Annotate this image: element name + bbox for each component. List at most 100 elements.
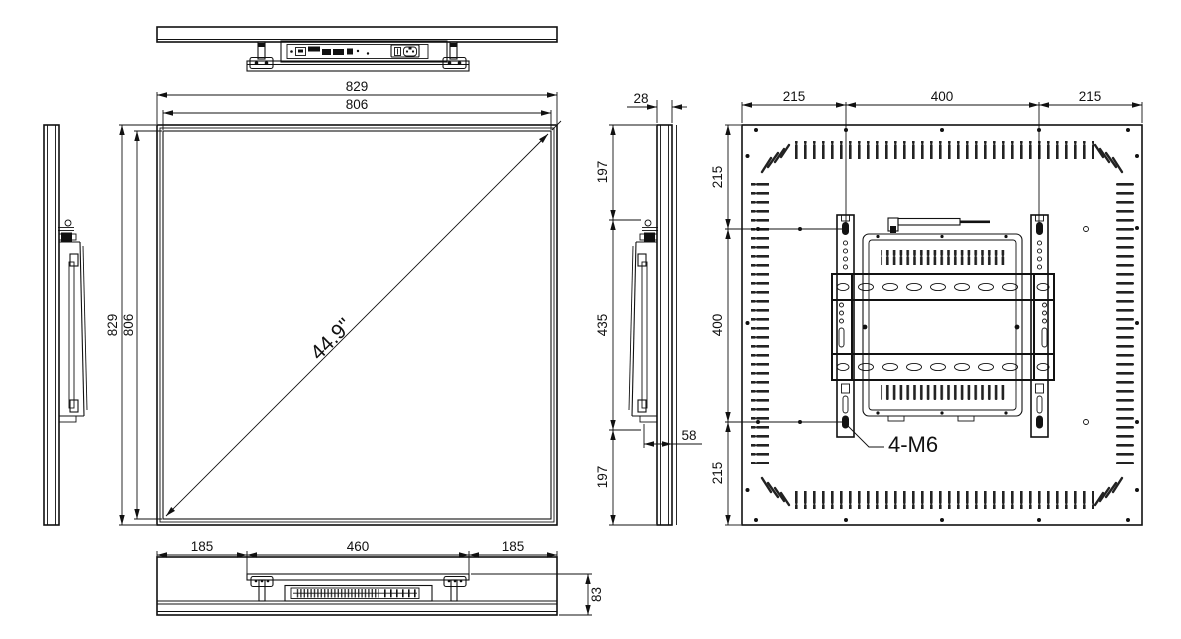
side-mount-rail xyxy=(637,253,648,413)
front-dim-width-inner: 806 xyxy=(162,97,552,130)
vesa-hole-bottom-right xyxy=(1036,415,1043,429)
side-view: 28 197 435 197 58 xyxy=(595,91,702,526)
side-dim-mount-depth: 58 xyxy=(643,424,702,448)
top-view-mount-feet xyxy=(249,56,467,70)
dim-text: 829 xyxy=(105,314,120,337)
dim-text: 215 xyxy=(783,89,806,104)
side-electronics-box xyxy=(628,233,658,423)
top-view xyxy=(156,26,558,72)
dim-text: 435 xyxy=(595,314,610,337)
hdmi-port-icon xyxy=(308,46,320,52)
dim-text: 400 xyxy=(710,314,725,337)
spare-hole xyxy=(1083,419,1089,425)
power-inlet-icon xyxy=(390,44,420,58)
dim-text: 829 xyxy=(346,79,369,94)
vesa-hole-top-right xyxy=(1036,222,1043,235)
rear-electronics-box xyxy=(862,217,1023,422)
rear-dim-top: 215 400 215 xyxy=(741,89,1143,228)
vesa-hole-top-left xyxy=(842,222,849,235)
bottom-wall-bracket-rail xyxy=(246,573,470,581)
dim-text: 185 xyxy=(502,539,525,554)
front-bezel-outer xyxy=(156,124,558,526)
bracket-left-plate xyxy=(831,273,853,381)
dim-text: 215 xyxy=(710,462,725,485)
top-view-panel-outline xyxy=(156,26,558,43)
front-view: 44.9" 829 806 829 806 xyxy=(105,79,562,526)
vent-corner-fans xyxy=(760,143,1124,507)
vga-port-icon xyxy=(322,49,331,55)
box-vent-slots-top xyxy=(881,250,1005,265)
dim-text: 400 xyxy=(931,89,954,104)
bottom-mount-posts xyxy=(250,575,467,602)
vesa-hole-bottom-left xyxy=(842,415,849,429)
front-dim-width-outer: 829 xyxy=(156,79,558,124)
bracket-right-plate xyxy=(1033,273,1055,381)
vent-corner-bottom-left xyxy=(760,476,791,507)
wifi-antenna-icon xyxy=(887,217,990,233)
diagonal-line xyxy=(165,133,549,517)
vent-corner-bottom-right xyxy=(1093,476,1124,507)
dim-text: 215 xyxy=(1079,89,1102,104)
screw-dot xyxy=(366,52,370,55)
led-dot-icon xyxy=(290,50,293,53)
mount-hole-callout: 4-M6 xyxy=(847,425,938,457)
side-panel-outline xyxy=(656,124,673,526)
vesa-wall-bracket xyxy=(831,273,1055,381)
vent-slots-bottom xyxy=(790,491,1094,509)
dim-text: 83 xyxy=(589,587,604,602)
side-dim-depth: 28 xyxy=(627,91,687,123)
vent-corner-top-left xyxy=(760,143,791,174)
top-view-mount-posts xyxy=(257,41,458,60)
left-side-view xyxy=(43,124,88,526)
spare-hole xyxy=(1083,226,1089,232)
side-dim-chain: 197 435 197 xyxy=(595,124,656,526)
rear-panel-outline xyxy=(741,124,1143,526)
bottom-heatsink-box xyxy=(284,584,433,602)
bottom-view: 185 460 185 83 xyxy=(156,539,604,616)
front-active-area xyxy=(162,130,552,520)
front-dim-height-inner: 806 xyxy=(121,130,162,520)
dim-text: 197 xyxy=(595,161,610,184)
front-bezel-mid xyxy=(159,127,555,523)
bracket-slots-top xyxy=(836,282,1050,292)
box-vent-slots-bottom xyxy=(881,385,1005,400)
left-side-electronics-box xyxy=(58,233,88,423)
vent-slots-right xyxy=(1116,180,1134,464)
dim-text: 460 xyxy=(347,539,370,554)
bracket-slots-bottom xyxy=(836,362,1050,372)
left-side-panel-outline xyxy=(43,124,60,526)
rear-screw-dots xyxy=(745,128,1139,522)
left-side-mount-rail xyxy=(68,253,79,413)
bracket-bottom-bar xyxy=(831,353,1055,381)
connector-recess xyxy=(286,44,429,59)
av-port-icon xyxy=(333,49,344,55)
dim-text: 185 xyxy=(191,539,214,554)
left-side-antenna-icon xyxy=(58,219,74,242)
dim-text: 806 xyxy=(346,97,369,112)
side-antenna-icon xyxy=(642,219,658,242)
bottom-dim-widths: 185 460 185 xyxy=(156,539,558,574)
rear-mount-rail-right xyxy=(1030,214,1049,438)
dim-text: 28 xyxy=(633,91,648,106)
top-view-io-box xyxy=(280,40,448,63)
rear-mount-rail-left xyxy=(836,214,855,438)
rear-view: 215 400 215 215 400 215 4-M6 xyxy=(710,89,1143,526)
top-view-wall-bracket-rail xyxy=(246,60,470,72)
dim-text: 197 xyxy=(595,466,610,489)
diagonal-size-label: 44.9" xyxy=(306,314,356,364)
dim-text: 58 xyxy=(681,428,696,443)
usb-port-icon xyxy=(295,47,306,56)
lan-port-icon xyxy=(347,48,353,55)
bracket-top-bar xyxy=(831,273,1055,301)
dim-text: 215 xyxy=(710,166,725,189)
front-dim-height-outer: 829 xyxy=(105,124,156,526)
bottom-dim-depth: 83 xyxy=(471,573,604,616)
mount-hole-label: 4-M6 xyxy=(888,432,938,457)
dim-text: 806 xyxy=(121,314,136,337)
vent-slots-top xyxy=(790,141,1094,159)
rear-dim-left: 215 400 215 xyxy=(710,124,845,526)
audio-jack-icon xyxy=(356,49,360,53)
vent-corner-top-right xyxy=(1093,143,1124,174)
